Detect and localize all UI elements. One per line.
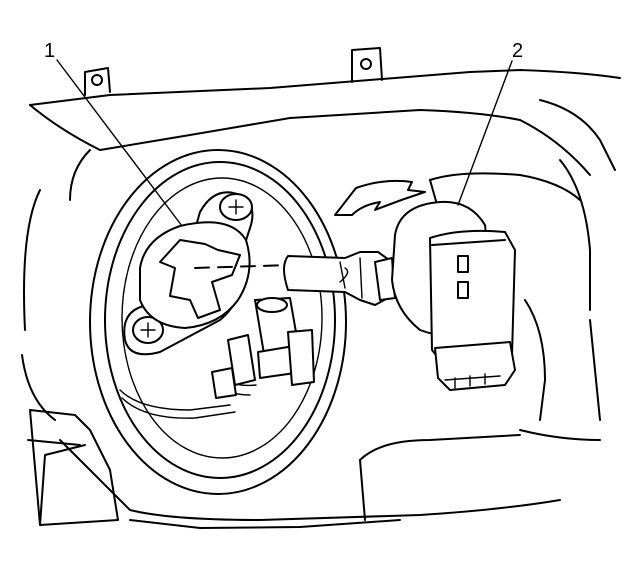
callout-2-leader — [457, 60, 513, 206]
socket-connector — [211, 297, 315, 399]
alignment-dashed-line — [194, 264, 291, 269]
headlamp-bulb — [283, 200, 516, 391]
callout-2: 2 — [457, 40, 523, 206]
rotation-arrow-icon — [334, 179, 426, 216]
callout-2-label: 2 — [512, 40, 523, 62]
callout-1-leader — [56, 59, 183, 227]
callout-1-label: 1 — [44, 40, 55, 62]
bulb-socket-opening — [89, 149, 347, 495]
bulb-socket-retainer — [123, 191, 254, 356]
callout-1: 1 — [44, 40, 183, 227]
headlamp-housing — [21, 47, 621, 529]
